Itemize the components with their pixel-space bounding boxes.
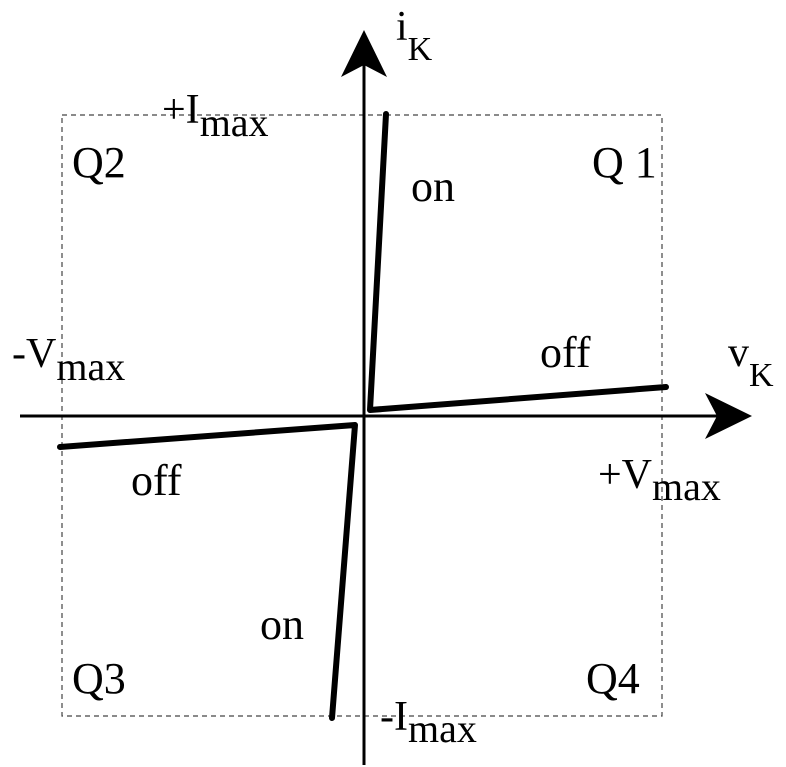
on-label-lower: on (260, 600, 304, 649)
horizontal-axis-arrow (705, 393, 752, 439)
on-label-upper: on (411, 162, 455, 211)
vertical-axis-label: iK (396, 4, 433, 68)
quadrant-q1-label: Q 1 (592, 138, 657, 187)
plus-imax-label: +Imax (162, 87, 269, 145)
quadrant-q2-label: Q2 (72, 138, 126, 187)
minus-vmax-label: -Vmax (12, 331, 125, 389)
quadrant-q4-label: Q4 (586, 654, 640, 703)
horizontal-axis-label: vK (728, 330, 774, 394)
characteristic-lower-left (57, 422, 358, 721)
vertical-axis-arrow (341, 30, 387, 77)
off-label-left: off (131, 456, 182, 505)
minus-imax-label: -Imax (380, 694, 477, 751)
characteristic-upper-right (367, 111, 669, 413)
off-label-right: off (540, 328, 591, 377)
quadrant-q3-label: Q3 (72, 654, 126, 703)
plus-vmax-label: +Vmax (598, 452, 721, 509)
